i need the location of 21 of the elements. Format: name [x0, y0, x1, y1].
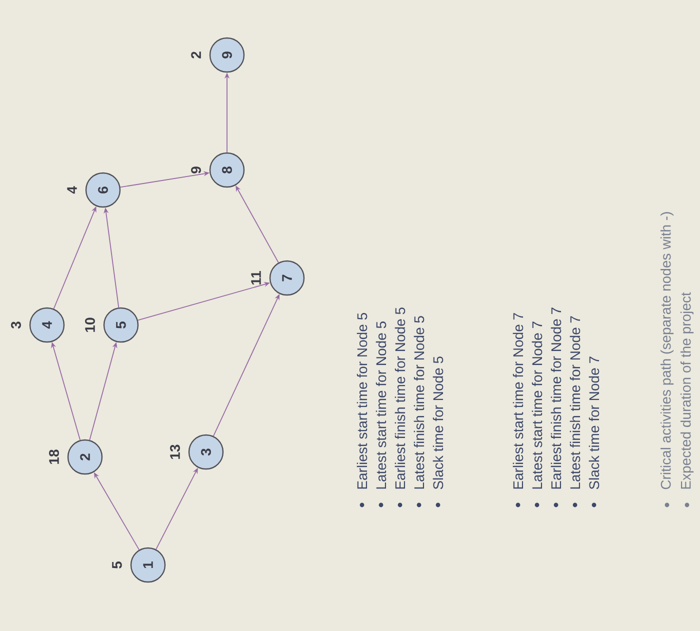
duration-label: 18	[49, 450, 59, 464]
list-item: Slack time for Node 5	[432, 356, 444, 490]
duration-label: 13	[170, 444, 180, 459]
list-item: Latest finish time for Node 5	[414, 316, 424, 489]
list-item: Earliest finish time for Node 5	[394, 308, 406, 489]
duration-label: 3	[11, 322, 21, 329]
duration-label: 9	[191, 166, 201, 174]
list-item: Slack time for Node 7	[588, 356, 600, 490]
list-item: Latest start time for Node 5	[376, 322, 386, 489]
list-item: Latest start time for Node 7	[532, 322, 542, 489]
list-item: Earliest start time for Node 7	[512, 313, 524, 489]
list-item: Expected duration of the project	[680, 292, 694, 489]
list-item: Latest finish time for Node 7	[570, 316, 580, 489]
list-item: Earliest start time for Node 5	[356, 313, 368, 489]
list-item: Critical activities path (separate nodes with -)	[660, 212, 674, 490]
duration-label: 2	[191, 52, 201, 58]
duration-label: 10	[85, 318, 95, 332]
duration-label: 11	[251, 270, 261, 285]
duration-label: 5	[112, 562, 122, 568]
duration-label: 4	[67, 186, 77, 194]
list-item: Earliest finish time for Node 7	[550, 308, 562, 489]
